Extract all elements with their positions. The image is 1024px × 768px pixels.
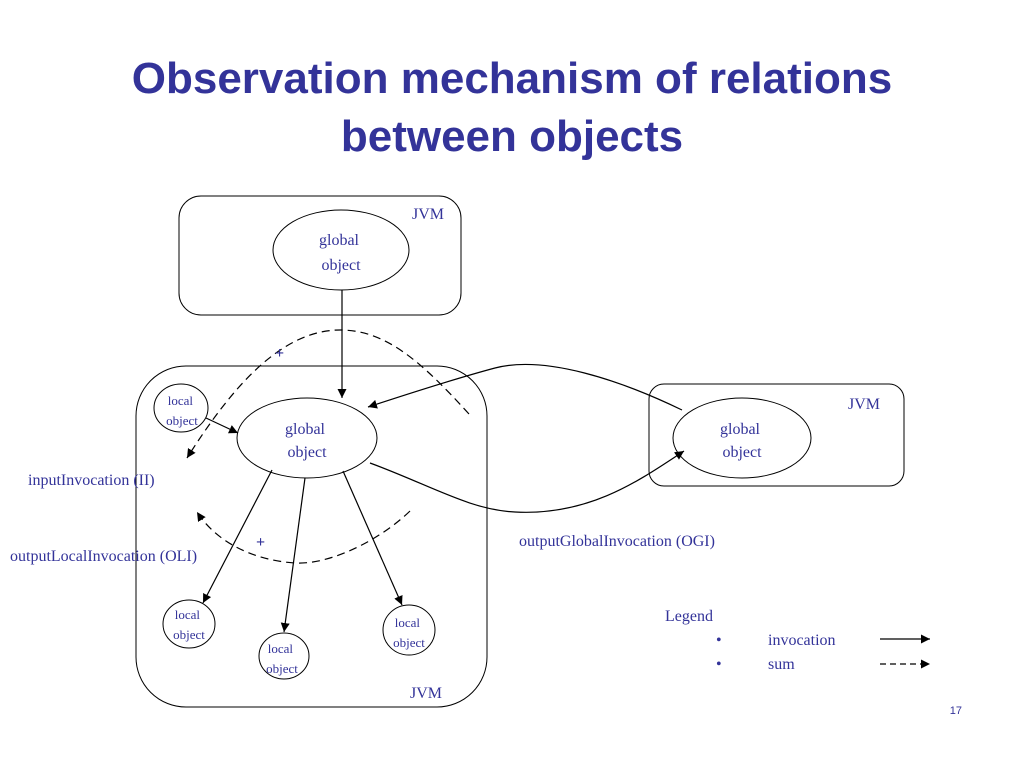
- arrow-center-to-local-bottom-right: [342, 470, 403, 606]
- local-object-input-label: local object: [166, 393, 198, 428]
- legend-bullet-1: •: [716, 632, 722, 649]
- arrow-center-to-local-bottom-mid: [280, 477, 306, 633]
- label-output-global-invocation: outputGlobalInvocation (OGI): [519, 533, 715, 550]
- local-object-bottom-mid-label: local object: [266, 641, 298, 676]
- title-line-1: Observation mechanism of relations: [131, 54, 893, 103]
- plus-top: +: [275, 345, 284, 362]
- global-object-center: [236, 397, 378, 479]
- local-object-input: [153, 383, 209, 433]
- jvm-right-label: JVM: [848, 396, 880, 413]
- legend-item-invocation: invocation: [768, 632, 836, 649]
- legend-item-sum: sum: [768, 656, 795, 673]
- local-object-bottom-mid: [258, 632, 310, 680]
- arrow-center-to-local-bottom-left: [202, 469, 273, 604]
- global-object-right-label: global object: [720, 421, 764, 461]
- title-line-2: between objects: [340, 112, 684, 161]
- local-object-bottom-right-label: local object: [393, 615, 425, 650]
- dashed-sum-top: [186, 329, 470, 459]
- global-object-top-label: global object: [319, 232, 363, 274]
- local-object-bottom-left-label: local object: [173, 607, 205, 642]
- jvm-main-box: [135, 365, 488, 708]
- label-input-invocation: inputInvocation (II): [28, 472, 155, 489]
- slide-title: Observation mechanism of relations betwe…: [0, 50, 1024, 166]
- dashed-sum-bottom: [196, 510, 411, 564]
- jvm-top-label: JVM: [412, 206, 444, 223]
- legend-bullet-2: •: [716, 656, 722, 673]
- label-output-local-invocation: outputLocalInvocation (OLI): [10, 548, 197, 565]
- global-object-right: [672, 397, 812, 479]
- legend-title: Legend: [665, 608, 713, 625]
- plus-bottom: +: [256, 534, 265, 551]
- arrow-local-input-to-center: [205, 417, 239, 434]
- local-object-bottom-left: [162, 599, 216, 649]
- global-object-top: [272, 209, 410, 291]
- arrow-center-to-global-right: [369, 450, 685, 513]
- local-object-bottom-right: [382, 604, 436, 656]
- jvm-top-box: [178, 195, 462, 316]
- jvm-main-label: JVM: [410, 685, 442, 702]
- arrow-global-right-to-center: [367, 363, 683, 411]
- page-number: 17: [949, 705, 962, 717]
- jvm-right-box: [648, 383, 905, 487]
- global-object-center-label: global object: [285, 421, 329, 461]
